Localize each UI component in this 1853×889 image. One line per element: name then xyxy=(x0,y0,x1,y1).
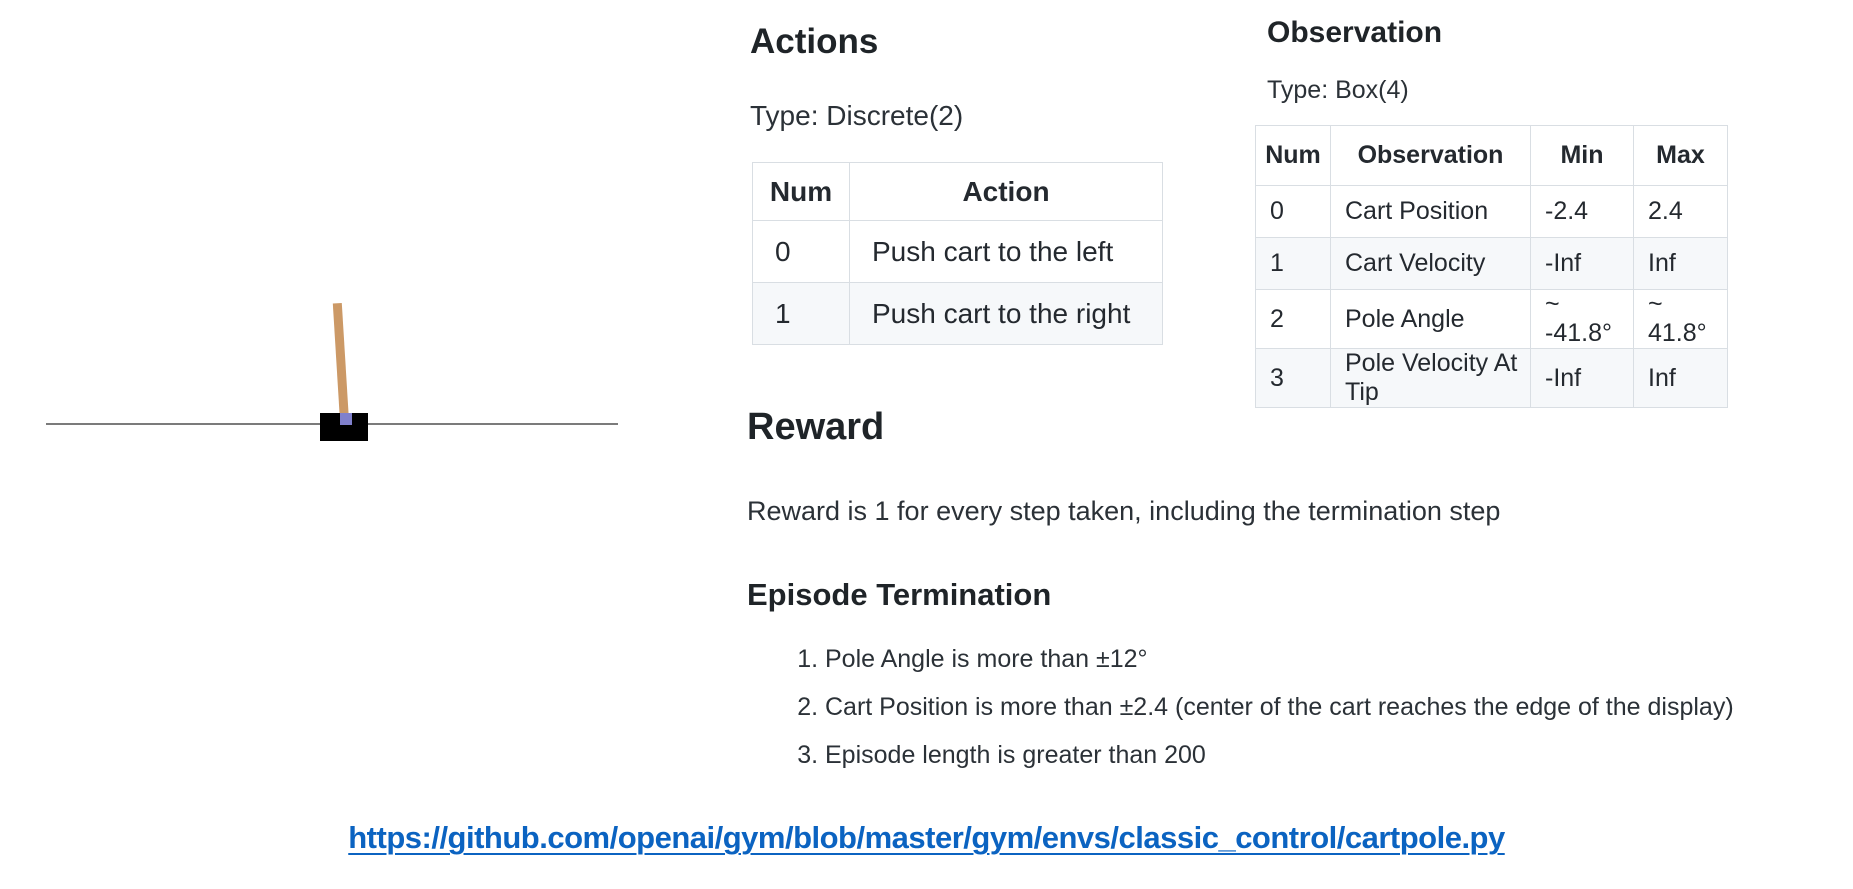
reward-text: Reward is 1 for every step taken, includ… xyxy=(747,496,1501,526)
table-header-row: Num Observation Min Max xyxy=(1255,125,1728,186)
obs-min: -2.4 xyxy=(1530,185,1634,238)
list-item: Episode length is greater than 200 xyxy=(825,741,1847,769)
reward-heading: Reward xyxy=(747,406,885,448)
cartpole-environment-preview xyxy=(0,0,640,500)
source-link[interactable]: https://github.com/openai/gym/blob/maste… xyxy=(348,820,1505,855)
obs-name: Cart Position xyxy=(1330,185,1531,238)
action-num: 1 xyxy=(752,282,850,345)
table-row: 0 Push cart to the left xyxy=(752,220,1163,283)
obs-name: Pole Velocity At Tip xyxy=(1330,348,1531,408)
cartpole-pole xyxy=(332,302,349,422)
actions-type-label: Type: Discrete(2) xyxy=(750,100,964,131)
obs-name: Cart Velocity xyxy=(1330,237,1531,290)
action-num: 0 xyxy=(752,220,850,283)
table-row: 1 Push cart to the right xyxy=(752,282,1163,345)
obs-col-max: Max xyxy=(1633,125,1728,186)
action-desc: Push cart to the left xyxy=(849,220,1163,283)
obs-num: 0 xyxy=(1255,185,1331,238)
obs-col-num: Num xyxy=(1255,125,1331,186)
episode-termination-heading: Episode Termination xyxy=(747,577,1052,612)
table-row: 2 Pole Angle ~ -41.8° ~ 41.8° xyxy=(1255,289,1728,349)
observation-table: Num Observation Min Max 0 Cart Position … xyxy=(1255,125,1728,408)
obs-num: 2 xyxy=(1255,289,1331,349)
episode-termination-list: Pole Angle is more than ±12° Cart Positi… xyxy=(747,645,1847,789)
obs-max: Inf xyxy=(1633,348,1728,408)
actions-col-num: Num xyxy=(752,162,850,221)
actions-col-action: Action xyxy=(849,162,1163,221)
actions-table: Num Action 0 Push cart to the left 1 Pus… xyxy=(752,162,1163,345)
obs-min: -Inf xyxy=(1530,237,1634,290)
obs-max: ~ 41.8° xyxy=(1633,289,1728,349)
actions-heading: Actions xyxy=(750,22,879,61)
list-item: Pole Angle is more than ±12° xyxy=(825,645,1847,673)
source-link-row: https://github.com/openai/gym/blob/maste… xyxy=(0,820,1853,856)
table-header-row: Num Action xyxy=(752,162,1163,221)
obs-max: Inf xyxy=(1633,237,1728,290)
obs-col-observation: Observation xyxy=(1330,125,1531,186)
obs-max: 2.4 xyxy=(1633,185,1728,238)
list-item: Cart Position is more than ±2.4 (center … xyxy=(825,693,1847,721)
observation-heading: Observation xyxy=(1267,16,1443,49)
table-row: 1 Cart Velocity -Inf Inf xyxy=(1255,237,1728,290)
obs-num: 3 xyxy=(1255,348,1331,408)
cartpole-axle xyxy=(340,413,352,425)
action-desc: Push cart to the right xyxy=(849,282,1163,345)
obs-name: Pole Angle xyxy=(1330,289,1531,349)
observation-type-label: Type: Box(4) xyxy=(1267,76,1409,104)
table-row: 0 Cart Position -2.4 2.4 xyxy=(1255,185,1728,238)
obs-num: 1 xyxy=(1255,237,1331,290)
obs-col-min: Min xyxy=(1530,125,1634,186)
table-row: 3 Pole Velocity At Tip -Inf Inf xyxy=(1255,348,1728,408)
obs-min: ~ -41.8° xyxy=(1530,289,1634,349)
obs-min: -Inf xyxy=(1530,348,1634,408)
